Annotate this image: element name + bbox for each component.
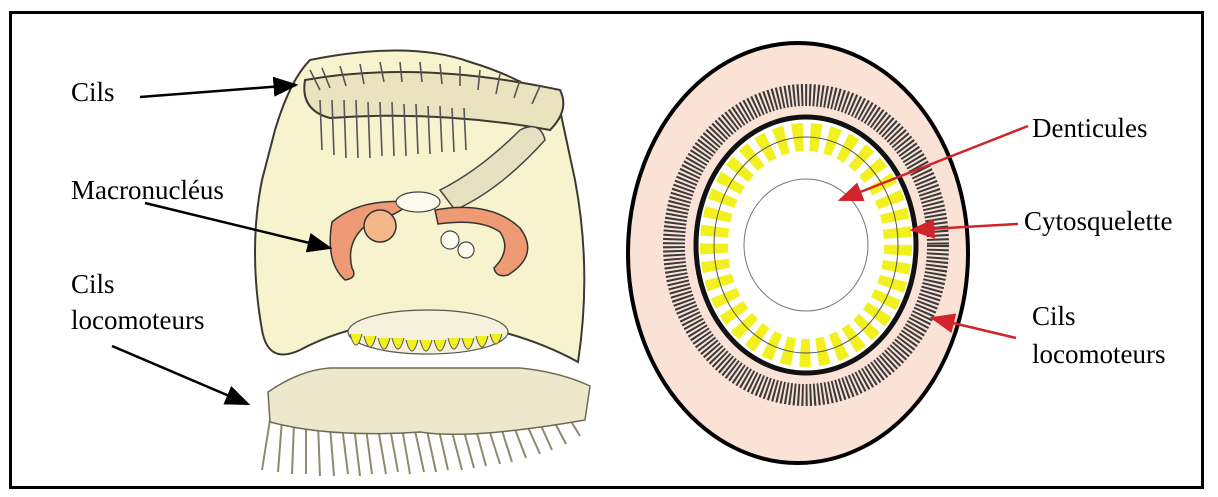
arrow-cils bbox=[140, 85, 296, 97]
left-micronucleus bbox=[364, 210, 396, 242]
label-cils: Cils bbox=[71, 74, 115, 110]
label-cils-locomoteurs-right-line2: locomoteurs bbox=[1032, 336, 1165, 372]
left-organism bbox=[255, 50, 590, 476]
left-locomotor-band bbox=[268, 368, 590, 434]
label-cytosquelette: Cytosquelette bbox=[1024, 203, 1172, 239]
label-cils-locomoteurs-left-line1: Cils bbox=[71, 266, 115, 302]
label-denticules: Denticules bbox=[1032, 110, 1147, 146]
label-macronucleus: Macronucléus bbox=[71, 172, 224, 208]
right-organism bbox=[628, 43, 968, 463]
label-cils-locomoteurs-left-line2: locomoteurs bbox=[71, 302, 204, 338]
right-center-hole bbox=[744, 179, 868, 311]
label-cils-locomoteurs-right-line1: Cils bbox=[1032, 298, 1076, 334]
arrow-cils-locomoteurs-left bbox=[112, 346, 248, 404]
